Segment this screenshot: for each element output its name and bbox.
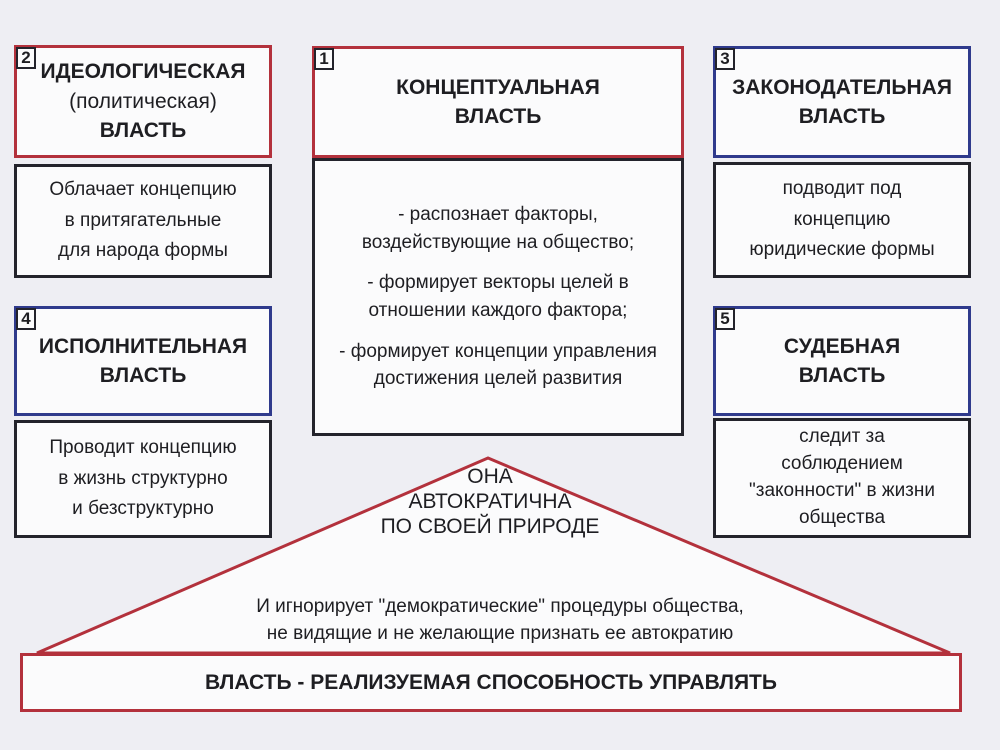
- ignores-democracy-statement: И игнорирует "демократические" процедуры…: [150, 594, 850, 647]
- conceptual-function-item: - распознает факторы, воздействующие на …: [361, 204, 635, 253]
- ideological-power-description: Облачает концепцию в притягательные для …: [49, 175, 236, 266]
- ideological-desc-line: Облачает концепцию: [49, 179, 237, 201]
- ideological-power-description-box: Облачает концепцию в притягательные для …: [14, 164, 272, 278]
- legislative-power-title-line2: ВЛАСТЬ: [798, 105, 886, 128]
- ideological-power-subtitle: (политическая): [69, 89, 217, 113]
- legislative-desc-line: юридические формы: [749, 239, 935, 261]
- judicial-power-description-box: следит за соблюдением "законности" в жиз…: [713, 418, 971, 538]
- box-number-2: 2: [16, 47, 36, 69]
- executive-power-title-line2: ВЛАСТЬ: [99, 364, 187, 387]
- judicial-power-title: СУДЕБНАЯ ВЛАСТЬ: [784, 332, 900, 391]
- power-definition-bar: ВЛАСТЬ - РЕАЛИЗУЕМАЯ СПОСОБНОСТЬ УПРАВЛЯ…: [20, 653, 962, 712]
- conceptual-power-functions-box: - распознает факторы, воздействующие на …: [312, 158, 684, 436]
- power-definition: ВЛАСТЬ - РЕАЛИЗУЕМАЯ СПОСОБНОСТЬ УПРАВЛЯ…: [205, 670, 777, 694]
- legislative-desc-line: подводит под: [782, 178, 902, 200]
- executive-desc-line: Проводит концепцию: [49, 437, 237, 459]
- legislative-power-title-line1: ЗАКОНОДАТЕЛЬНАЯ: [732, 75, 952, 99]
- judicial-desc-line: следит за: [799, 426, 885, 448]
- box-number-1: 1: [314, 48, 334, 70]
- legislative-power-description-box: подводит под концепцию юридические формы: [713, 162, 971, 278]
- judicial-desc-line: "законности" в жизни: [748, 480, 936, 501]
- ideological-desc-line: в притягательные: [64, 209, 222, 231]
- judicial-power-title-box: 5 СУДЕБНАЯ ВЛАСТЬ: [713, 306, 971, 416]
- conceptual-power-title-box: 1 КОНЦЕПТУАЛЬНАЯ ВЛАСТЬ: [312, 46, 684, 158]
- legislative-desc-line: концепцию: [793, 208, 891, 230]
- executive-power-title-box: 4 ИСПОЛНИТЕЛЬНАЯ ВЛАСТЬ: [14, 306, 272, 416]
- ideological-power-title-line1: ИДЕОЛОГИЧЕСКАЯ: [40, 60, 246, 84]
- autocracy-statement: ОНА АВТОКРАТИЧНА ПО СВОЕЙ ПРИРОДЕ: [340, 464, 640, 540]
- legislative-power-description: подводит под концепцию юридические формы: [749, 174, 934, 265]
- ideological-power-title: ИДЕОЛОГИЧЕСКАЯ (политическая) ВЛАСТЬ: [41, 57, 246, 145]
- ideological-power-title-box: 2 ИДЕОЛОГИЧЕСКАЯ (политическая) ВЛАСТЬ: [14, 45, 272, 158]
- conceptual-function-item: - формирует концепции управления достиже…: [339, 340, 657, 390]
- box-number-5: 5: [715, 308, 735, 330]
- autocracy-line: ОНА: [467, 465, 513, 488]
- conceptual-power-title: КОНЦЕПТУАЛЬНАЯ ВЛАСТЬ: [396, 73, 600, 132]
- judicial-desc-line: соблюдением: [781, 453, 903, 475]
- judicial-power-description: следит за соблюдением "законности" в жиз…: [749, 424, 935, 532]
- executive-desc-line: в жизнь структурно: [58, 467, 228, 489]
- autocracy-line: ПО СВОЕЙ ПРИРОДЕ: [380, 515, 600, 539]
- conceptual-function-item: - формирует векторы целей в отношении ка…: [367, 272, 629, 321]
- legislative-power-title-box: 3 ЗАКОНОДАТЕЛЬНАЯ ВЛАСТЬ: [713, 46, 971, 158]
- ignores-line: не видящие и не желающие признать ее авт…: [266, 622, 734, 644]
- executive-desc-line: и безструктурно: [72, 498, 214, 520]
- executive-power-description-box: Проводит концепцию в жизнь структурно и …: [14, 420, 272, 538]
- judicial-power-title-line1: СУДЕБНАЯ: [783, 334, 901, 358]
- ignores-line: И игнорирует "демократические" процедуры…: [256, 596, 744, 617]
- legislative-power-title: ЗАКОНОДАТЕЛЬНАЯ ВЛАСТЬ: [732, 73, 952, 132]
- judicial-desc-line: общества: [798, 506, 886, 528]
- conceptual-power-title-line2: ВЛАСТЬ: [454, 105, 542, 128]
- box-number-3: 3: [715, 48, 735, 70]
- executive-power-title-line1: ИСПОЛНИТЕЛЬНАЯ: [38, 334, 248, 358]
- autocracy-line: АВТОКРАТИЧНА: [408, 490, 572, 514]
- conceptual-power-functions: - распознает факторы, воздействующие на …: [315, 201, 681, 392]
- executive-power-description: Проводит концепцию в жизнь структурно и …: [49, 433, 236, 524]
- ideological-desc-line: для народа формы: [58, 240, 228, 262]
- ideological-power-title-line2: ВЛАСТЬ: [99, 119, 187, 143]
- conceptual-power-title-line1: КОНЦЕПТУАЛЬНАЯ: [396, 75, 600, 99]
- executive-power-title: ИСПОЛНИТЕЛЬНАЯ ВЛАСТЬ: [39, 332, 247, 391]
- judicial-power-title-line2: ВЛАСТЬ: [798, 364, 886, 387]
- box-number-4: 4: [16, 308, 36, 330]
